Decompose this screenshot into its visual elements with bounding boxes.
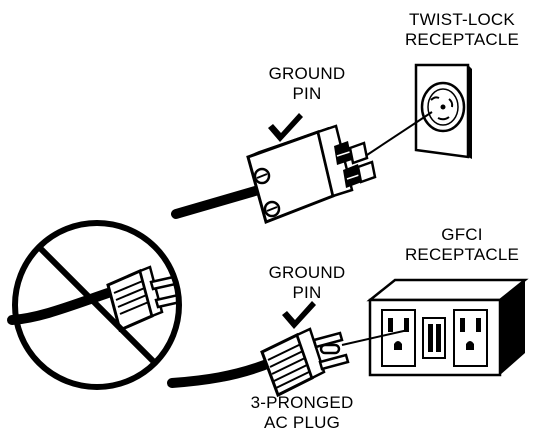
prohibited-icon bbox=[7, 220, 182, 390]
twist-lock-plug bbox=[171, 124, 377, 224]
label-line: RECEPTACLE bbox=[404, 30, 520, 49]
leader-line bbox=[341, 329, 409, 346]
label-line: GROUND bbox=[268, 64, 346, 83]
twist-lock-receptacle bbox=[414, 63, 472, 159]
label-line: GROUND bbox=[268, 263, 346, 282]
leader-line bbox=[366, 111, 433, 156]
three-pronged-plug bbox=[167, 327, 350, 398]
gfci-receptacle-label: GFCI RECEPTACLE bbox=[398, 225, 526, 265]
label-line: PIN bbox=[292, 84, 322, 103]
checkmark-icon bbox=[268, 113, 303, 142]
ground-pin-label-bottom: GROUND PIN bbox=[262, 263, 352, 303]
checkmark-icon bbox=[282, 301, 316, 329]
label-line: AC PLUG bbox=[263, 413, 341, 432]
label-line: TWIST-LOCK bbox=[409, 10, 515, 29]
label-line: PIN bbox=[292, 283, 322, 302]
twist-lock-receptacle-label: TWIST-LOCK RECEPTACLE bbox=[394, 10, 530, 50]
three-pronged-ac-plug-label: 3-PRONGED AC PLUG bbox=[244, 393, 360, 433]
ground-pin-label-top: GROUND PIN bbox=[262, 64, 352, 104]
label-line: 3-PRONGED bbox=[250, 393, 354, 412]
label-line: RECEPTACLE bbox=[404, 245, 520, 264]
gfci-receptacle bbox=[366, 278, 529, 377]
label-line: GFCI bbox=[441, 225, 483, 244]
